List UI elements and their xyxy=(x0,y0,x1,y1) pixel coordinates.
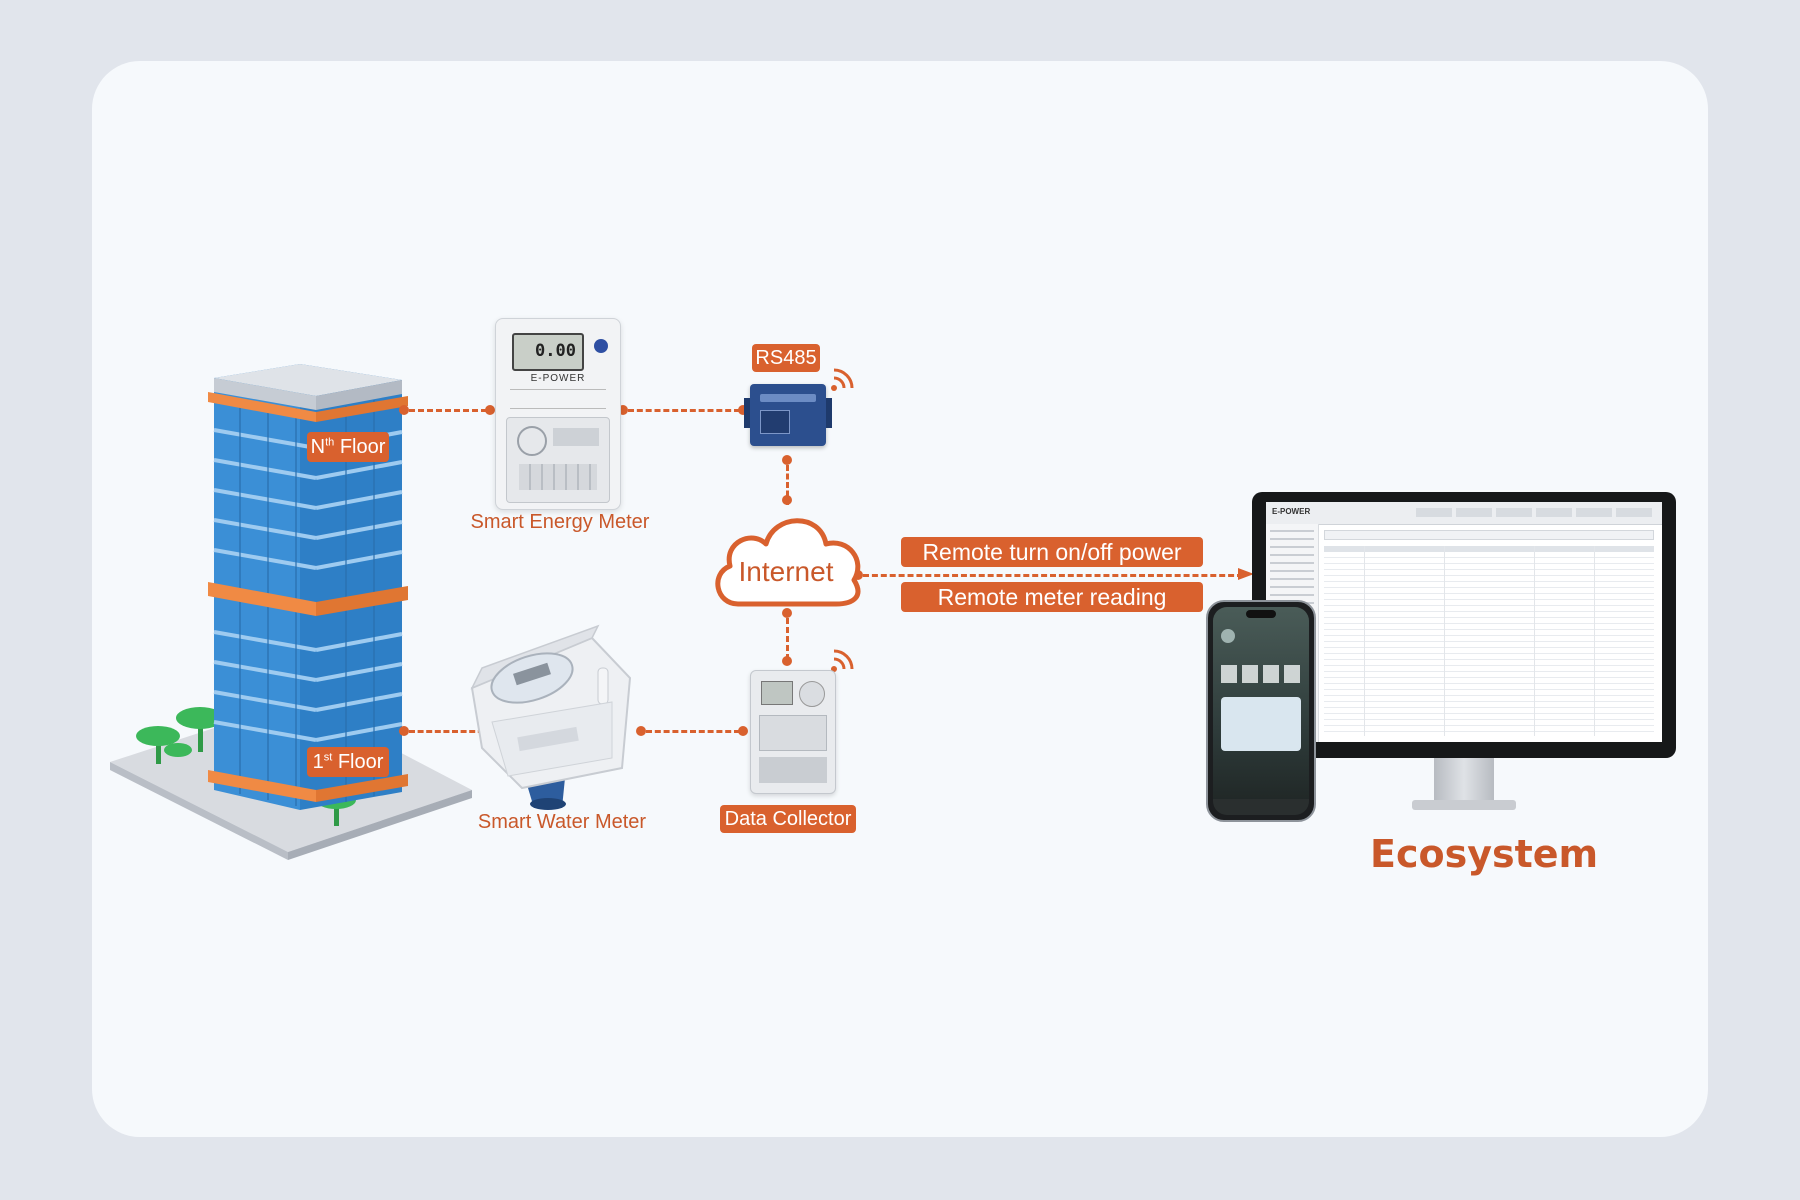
smart-energy-meter-device: 0.00 E-POWER xyxy=(495,318,621,510)
connector-dot xyxy=(782,495,792,505)
app-search-bar xyxy=(1324,530,1654,540)
avatar xyxy=(1221,629,1235,643)
bottom-floor-word: Floor xyxy=(337,751,384,773)
connector-dot xyxy=(738,405,748,415)
connector-building-energy xyxy=(409,409,487,412)
ecosystem-title: Ecosystem xyxy=(1370,832,1599,876)
bottom-floor-tag: 1st Floor xyxy=(307,747,389,777)
connector-dot xyxy=(399,405,409,415)
connector-dot xyxy=(636,726,646,736)
monitor-base xyxy=(1412,800,1516,810)
smart-water-meter-device xyxy=(470,624,632,810)
connector-dot xyxy=(782,455,792,465)
rs485-converter-device xyxy=(744,384,832,446)
bottom-floor-suffix: st xyxy=(323,751,333,764)
monitor-stand xyxy=(1434,758,1494,802)
connector-building-water xyxy=(409,730,501,733)
connector-dot xyxy=(782,656,792,666)
phone-screen xyxy=(1213,607,1309,815)
connector-cloud-ecosystem xyxy=(863,574,1243,577)
meter-info-lines xyxy=(510,389,606,409)
desktop-monitor: E-POWER xyxy=(1252,492,1676,758)
bottom-floor-number: 1 xyxy=(312,751,324,773)
rs485-tag: RS485 xyxy=(752,344,820,372)
meter-terminal-block xyxy=(506,417,610,503)
app-table xyxy=(1324,546,1654,736)
connector-dot xyxy=(399,726,409,736)
smart-water-meter-label: Smart Water Meter xyxy=(477,811,647,833)
connector-rs485-cloud xyxy=(786,465,789,505)
smart-energy-meter-label: Smart Energy Meter xyxy=(470,511,650,533)
top-floor-suffix: th xyxy=(325,436,335,449)
internet-cloud-icon xyxy=(715,518,861,607)
connector-dot xyxy=(738,726,748,736)
connector-water-collector xyxy=(646,730,740,733)
meter-knob-icon xyxy=(594,339,608,353)
app-brand: E-POWER xyxy=(1272,507,1311,516)
connector-energy-rs485 xyxy=(628,409,740,412)
meter-display: 0.00 xyxy=(512,333,584,371)
app-toolbar: E-POWER xyxy=(1266,502,1662,525)
wireless-signal-icon xyxy=(831,649,854,672)
connector-dot xyxy=(782,608,792,618)
monitor-screen: E-POWER xyxy=(1266,502,1662,742)
connector-dot xyxy=(618,405,628,415)
top-floor-word: Floor xyxy=(339,436,386,458)
building-illustration xyxy=(110,364,472,860)
internet-label: Internet xyxy=(738,556,834,587)
top-floor-tag: Nth Floor xyxy=(307,432,389,462)
top-floor-number: N xyxy=(310,436,326,458)
remote-power-tag: Remote turn on/off power xyxy=(901,537,1203,567)
meter-reading: 0.00 xyxy=(535,341,576,361)
remote-reading-tag: Remote meter reading xyxy=(901,582,1203,612)
connector-cloud-collector xyxy=(786,618,789,660)
connector-dot xyxy=(485,405,495,415)
data-collector-tag: Data Collector xyxy=(720,805,856,833)
data-collector-device xyxy=(750,670,836,794)
meter-brand: E-POWER xyxy=(530,373,586,384)
smartphone xyxy=(1206,600,1316,822)
arrow-head-icon xyxy=(1238,568,1254,580)
wireless-signal-icon xyxy=(831,368,854,391)
